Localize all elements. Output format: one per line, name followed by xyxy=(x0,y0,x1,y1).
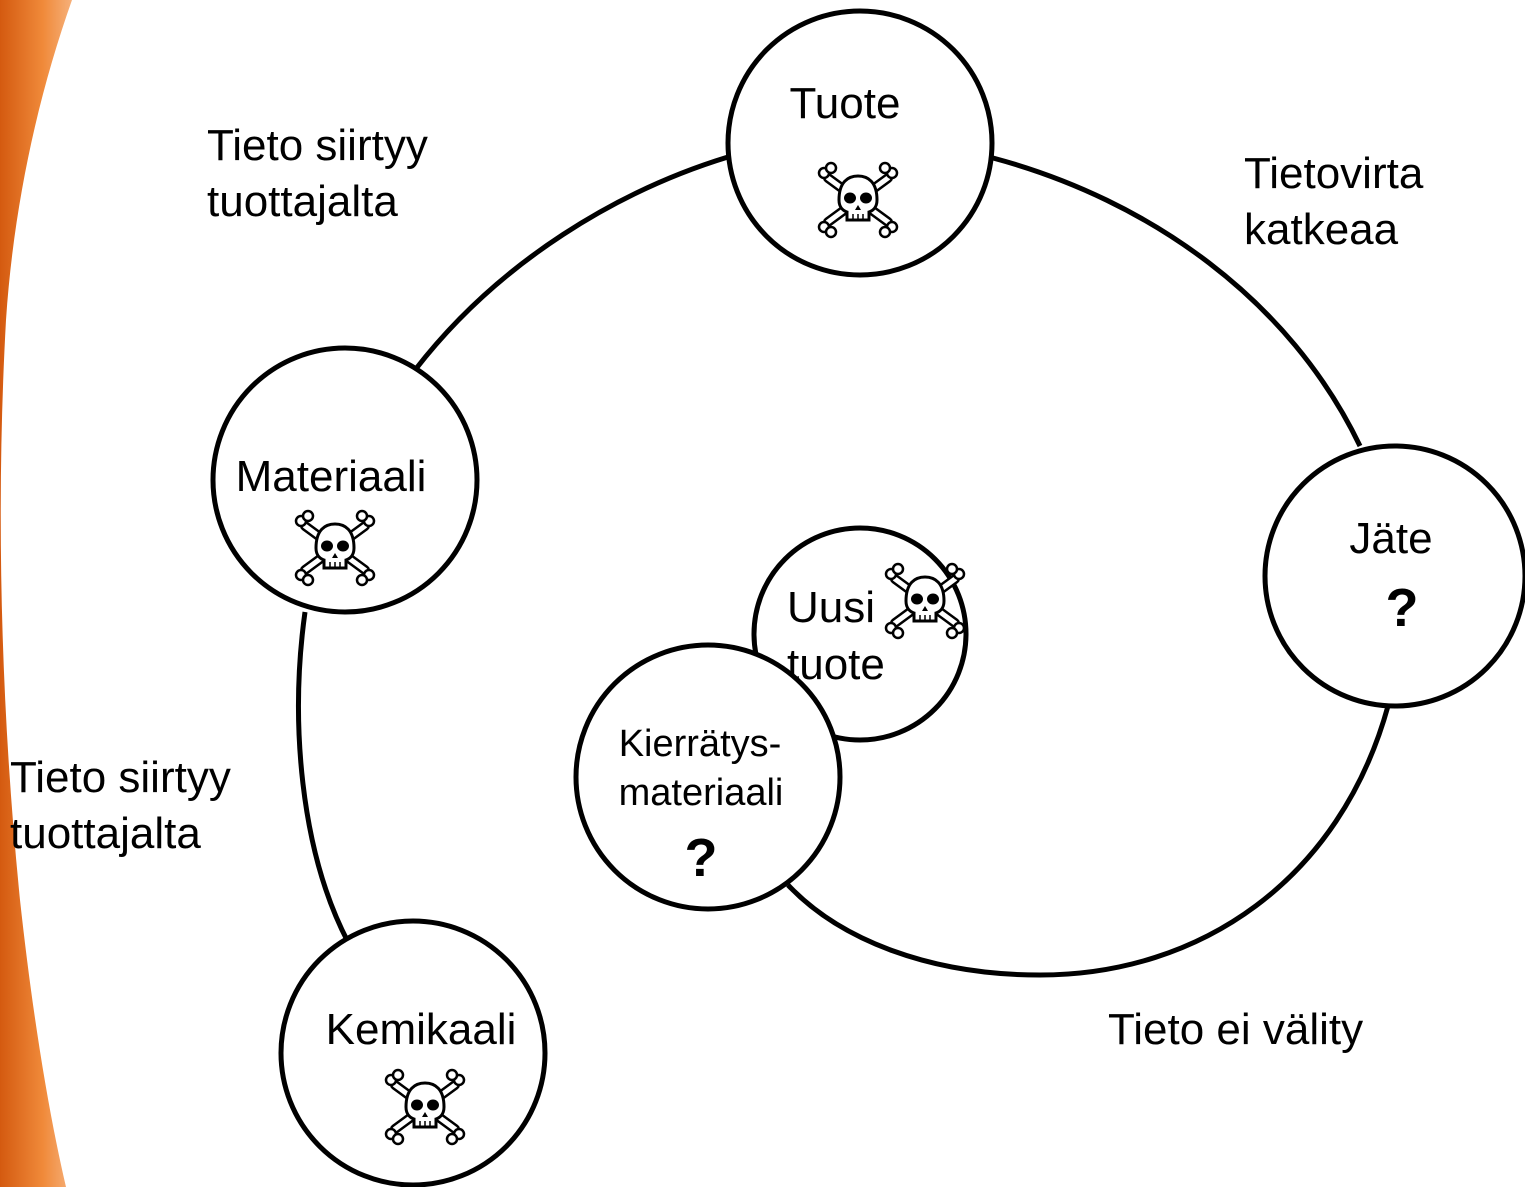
edge-label-left: Tieto siirtyy tuottajalta xyxy=(10,753,231,858)
edge-label-top-left: Tieto siirtyy tuottajalta xyxy=(207,121,428,226)
edge-label-line: Tieto siirtyy xyxy=(207,121,428,170)
decorative-swoosh xyxy=(0,0,72,1187)
edge-label-bottom-right: Tieto ei välity xyxy=(1108,1005,1363,1054)
node-materiaali: Materiaali xyxy=(210,345,480,615)
node-label-jate: Jäte xyxy=(1349,514,1432,563)
arc-materiaali-tuote xyxy=(413,154,729,372)
node-label-tuote: Tuote xyxy=(790,79,901,128)
node-label-uusi: Uusi xyxy=(787,583,875,632)
node-jate: Jäte ? xyxy=(1262,443,1525,709)
node-kierratysmateriaali: Kierrätys- materiaali ? xyxy=(573,642,843,912)
question-mark-icon: ? xyxy=(1386,578,1419,638)
arc-tuote-jate xyxy=(992,155,1363,448)
node-label-kierratys: Kierrätys- xyxy=(619,723,782,765)
node-label-materiaali-2: materiaali xyxy=(619,772,784,814)
edge-label-line: tuottajalta xyxy=(10,809,201,858)
node-kemikaali: Kemikaali xyxy=(278,918,548,1187)
node-label-tuote-2: tuote xyxy=(787,640,885,689)
node-label-kemikaali: Kemikaali xyxy=(326,1005,517,1054)
edge-label-line: Tietovirta xyxy=(1244,149,1424,198)
edge-label-line: Tieto siirtyy xyxy=(10,753,231,802)
arc-materiaali-kemikaali xyxy=(296,611,351,944)
edge-label-line: Tieto ei välity xyxy=(1108,1005,1363,1054)
node-tuote: Tuote xyxy=(725,8,995,278)
edge-label-line: katkeaa xyxy=(1244,205,1399,254)
node-label-materiaali: Materiaali xyxy=(236,452,427,501)
question-mark-icon: ? xyxy=(685,828,718,888)
edge-label-top-right: Tietovirta katkeaa xyxy=(1244,149,1424,254)
edge-label-line: tuottajalta xyxy=(207,177,398,226)
arc-jate-kierratys xyxy=(786,705,1391,978)
